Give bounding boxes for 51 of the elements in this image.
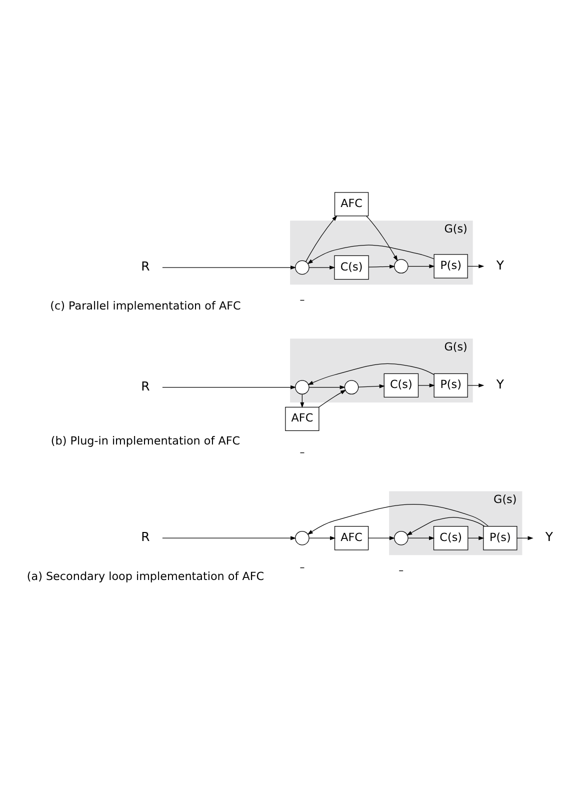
arrow (308, 536, 336, 540)
label: – (398, 564, 404, 576)
arrow (162, 265, 296, 269)
label: – (300, 446, 305, 458)
node-text: Y (545, 528, 553, 544)
node-box: AFC (285, 406, 320, 431)
label: (c) Parallel implementation of AFC (50, 298, 241, 312)
arrow (467, 264, 484, 268)
arrow (418, 382, 435, 387)
node-box: C(s) (384, 372, 419, 398)
node-box: C(s) (433, 526, 468, 550)
node-circle (344, 380, 359, 394)
node-box: P(s) (434, 254, 468, 278)
label: (a) Secondary loop implementation of AFC (26, 569, 264, 582)
node-text: R (141, 258, 150, 274)
arrow (366, 215, 398, 261)
label: – (300, 562, 305, 573)
arrow (308, 265, 336, 269)
label: – (300, 294, 305, 306)
node-box: P(s) (483, 526, 518, 550)
arrow (162, 384, 296, 389)
arrow (307, 504, 489, 534)
arrow (318, 389, 346, 407)
node-box: P(s) (434, 372, 468, 398)
node-box: AFC (334, 192, 369, 216)
arrow (468, 536, 484, 540)
arrow (308, 362, 434, 384)
node-circle (394, 530, 408, 545)
arrow (368, 536, 396, 540)
node-text: Y (496, 256, 504, 272)
node-text: R (141, 528, 150, 544)
node-box: C(s) (334, 254, 369, 280)
arrow (406, 516, 485, 535)
node-text: Y (496, 376, 504, 392)
arrow (162, 536, 296, 540)
node-circle (394, 258, 408, 273)
arrow (308, 384, 346, 389)
arrow (516, 536, 534, 540)
arrow (408, 536, 435, 540)
node-circle (295, 260, 310, 274)
arrow (307, 244, 434, 264)
arrow (358, 384, 385, 388)
arrow (368, 264, 396, 268)
label: (b) Plug-in implementation of AFC (50, 434, 240, 448)
arrow (306, 214, 338, 262)
arrow (408, 264, 435, 268)
arrow (467, 382, 484, 387)
node-circle (295, 530, 310, 545)
node-text: R (141, 378, 150, 393)
node-circle (295, 380, 310, 394)
node-box: AFC (334, 526, 369, 550)
